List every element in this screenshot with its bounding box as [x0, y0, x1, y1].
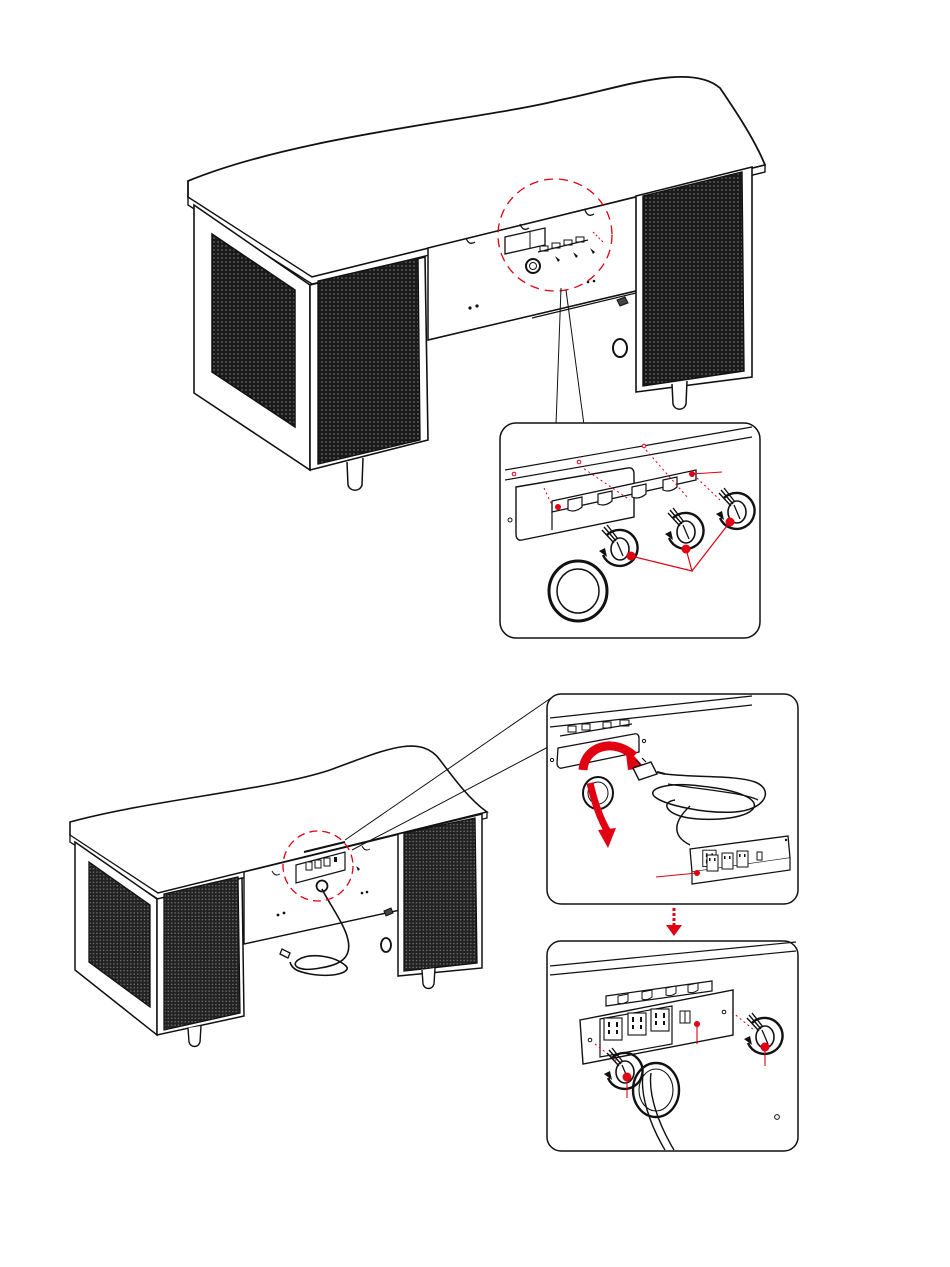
- step2-detail-panel: [547, 694, 798, 904]
- step1-detail-panel: [500, 423, 760, 638]
- step2-desk-illustration: [70, 698, 551, 1047]
- step3-detail-panel: [547, 941, 798, 1151]
- step-down-arrow-icon: [666, 908, 682, 936]
